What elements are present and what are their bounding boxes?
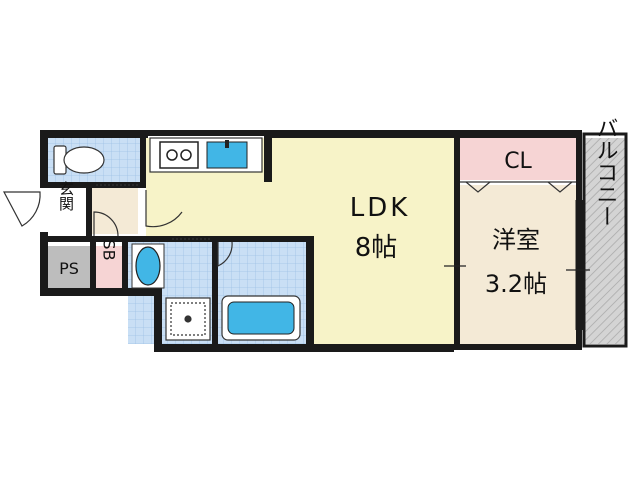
entrance-label: 玄関 — [57, 181, 75, 212]
doors — [3, 184, 233, 267]
opening-markers — [444, 265, 590, 271]
hall-floor — [146, 184, 270, 238]
walls — [40, 130, 582, 352]
washing-machine-icon — [165, 297, 211, 341]
balcony-label: バルコニー — [593, 117, 618, 227]
bathtub-icon — [221, 295, 301, 341]
entrance-floor — [48, 188, 84, 236]
closet-floor — [460, 138, 576, 180]
western-room-size-label: 3.2帖 — [485, 270, 547, 298]
closet-doors — [460, 181, 576, 193]
closet-label: CL — [504, 149, 532, 174]
pipe-space-label: PS — [59, 259, 79, 278]
toilet-icon — [53, 145, 105, 175]
ldk-label: LDK — [350, 193, 411, 223]
ldk-size-label: 8帖 — [355, 233, 398, 263]
western-room-floor — [460, 185, 576, 345]
shoe-box-label: SB — [100, 239, 119, 260]
balcony-floor — [584, 138, 626, 344]
shoe-box-floor — [96, 246, 122, 288]
windows — [455, 195, 583, 340]
step-floor — [92, 188, 138, 234]
sink-icon — [206, 140, 248, 169]
pipe-space-floor — [48, 246, 90, 288]
western-room-label: 洋室 — [492, 226, 540, 254]
washbasin-icon — [131, 243, 165, 289]
balcony-outline — [582, 132, 628, 348]
stove-icon — [159, 141, 199, 169]
